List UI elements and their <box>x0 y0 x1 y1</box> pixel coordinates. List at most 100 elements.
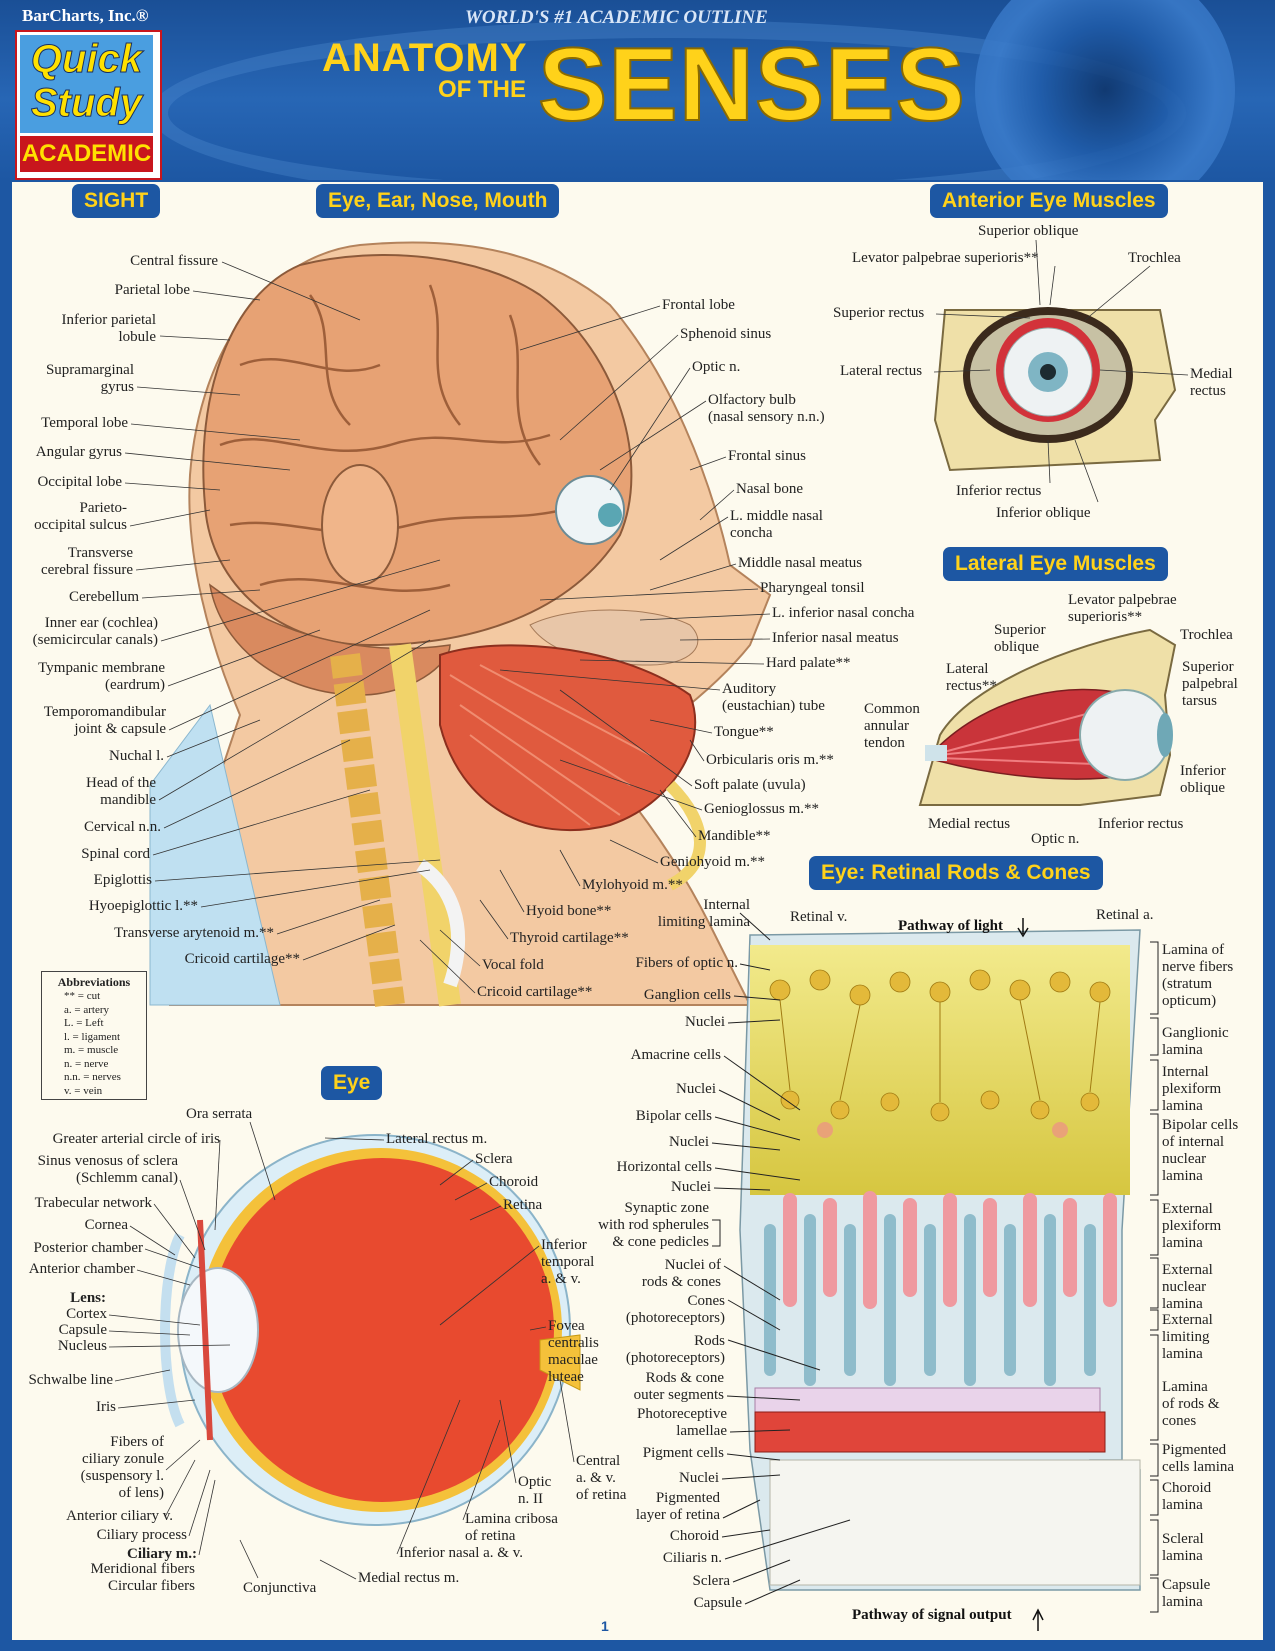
label-fibers-of-optic-nerve: Fibers of optic n. <box>635 955 739 971</box>
label-fibers-ciliary-zonule: Fibers of ciliary zonule (suspensory l. … <box>80 1434 164 1501</box>
label-synaptic-zone: Synaptic zone with rod spherules & cone … <box>598 1200 709 1250</box>
title-anatomy: ANATOMY <box>322 36 528 80</box>
header-banner: BarCharts, Inc.® Quick Study ACADEMIC WO… <box>0 0 1275 180</box>
label-lateral-rectus-lateral: Lateral rectus** <box>946 661 997 694</box>
label-cricoid-cartilage-right: Cricoid cartilage** <box>477 984 593 1000</box>
label-lens-nucleus: Nucleus <box>57 1338 107 1354</box>
label-occipital-lobe: Occipital lobe <box>37 474 122 490</box>
label-cricoid-cartilage-left: Cricoid cartilage** <box>184 951 300 967</box>
label-nuclei-of-rods-cones: Nuclei of rods & cones <box>641 1257 721 1290</box>
abbr-row: n.n. = nerves <box>64 1071 121 1083</box>
label-temporomandibular-joint: Temporomandibular joint & capsule <box>43 704 166 737</box>
label-mandible: Mandible** <box>698 828 771 844</box>
label-nuclei-4: Nuclei <box>671 1179 711 1195</box>
label-retina: Retina <box>503 1197 543 1213</box>
label-ganglion-cells: Ganglion cells <box>643 987 731 1003</box>
label-temporal-lobe: Temporal lobe <box>41 415 128 431</box>
label-pigment-cells: Pigment cells <box>642 1445 724 1461</box>
label-vocal-fold: Vocal fold <box>482 957 544 973</box>
label-cervical-nerves: Cervical n.n. <box>83 819 161 835</box>
logo-blue-field: Quick Study <box>20 35 153 133</box>
pathway-of-signal-label: Pathway of signal output <box>852 1607 1012 1623</box>
label-sinus-venosus: Sinus venosus of sclera (Schlemm canal) <box>37 1153 178 1186</box>
label-trochlea-lateral: Trochlea <box>1180 627 1233 643</box>
label-inner-ear: Inner ear (cochlea) (semicircular canals… <box>32 615 158 648</box>
label-soft-palate: Soft palate (uvula) <box>694 777 806 793</box>
label-schwalbe-line: Schwalbe line <box>28 1372 113 1388</box>
label-nuclei-1: Nuclei <box>685 1014 725 1030</box>
label-bipolar-cells-internal-nuclear: Bipolar cells of internal nuclear lamina <box>1162 1117 1239 1184</box>
label-parieto-occipital-sulcus: Parieto- occipital sulcus <box>34 500 127 533</box>
label-pigmented-layer: Pigmented layer of retina <box>635 1490 720 1523</box>
label-ciliary-process: Ciliary process <box>96 1527 187 1543</box>
label-pharyngeal-tonsil: Pharyngeal tonsil <box>760 580 865 596</box>
label-cerebellum: Cerebellum <box>69 589 139 605</box>
label-thyroid-cartilage: Thyroid cartilage** <box>510 930 629 946</box>
title-senses: SENSES <box>537 27 966 143</box>
label-genioglossus: Genioglossus m.** <box>704 801 820 817</box>
label-geniohyoid: Geniohyoid m.** <box>660 854 765 870</box>
label-rods: Rods (photoreceptors) <box>625 1333 725 1366</box>
label-anterior-chamber: Anterior chamber <box>28 1261 135 1277</box>
label-lens-cortex: Cortex <box>66 1306 107 1322</box>
label-middle-nasal-meatus: Middle nasal meatus <box>738 555 863 571</box>
label-nuclei-3: Nuclei <box>669 1134 709 1150</box>
label-lateral-rectus-anterior: Lateral rectus <box>840 363 923 379</box>
eye-cross-section-illustration <box>160 1134 581 1526</box>
section-anterior-eye-muscles: Anterior Eye Muscles <box>930 184 1168 218</box>
label-retinal-artery: Retinal a. <box>1096 907 1154 923</box>
label-lamina-rods-cones: Lamina of rods & cones <box>1162 1379 1220 1429</box>
section-sight: SIGHT <box>72 184 161 218</box>
label-medial-rectus-anterior: Medial rectus <box>1190 366 1233 399</box>
title-of-the: OF THE <box>438 76 526 103</box>
label-nuclei-5: Nuclei <box>679 1470 719 1486</box>
label-hard-palate: Hard palate** <box>766 655 851 671</box>
label-choroid-retina: Choroid <box>669 1528 719 1544</box>
label-scleral-lamina: Scleral lamina <box>1162 1531 1204 1564</box>
label-transverse-cerebral-fissure: Transverse cerebral fissure <box>40 545 133 578</box>
label-levator-palpebrae-anterior: Levator palpebrae superioris** <box>852 250 1039 266</box>
logo-academic-badge: ACADEMIC <box>20 136 153 172</box>
label-anterior-ciliary-vein: Anterior ciliary v. <box>66 1508 173 1524</box>
label-optic-nerve: Optic n. <box>692 359 741 375</box>
label-frontal-sinus: Frontal sinus <box>728 448 806 464</box>
logo-quick: Quick <box>30 37 143 82</box>
label-superior-oblique-lateral: Superior oblique <box>994 622 1046 655</box>
label-auditory-tube: Auditory (eustachian) tube <box>722 681 825 714</box>
label-inferior-parietal-lobule: Inferior parietal lobule <box>61 312 156 345</box>
label-inferior-temporal-av: Inferior temporal a. & v. <box>541 1237 595 1287</box>
label-fovea-centralis: Fovea centralis maculae luteae <box>548 1318 599 1385</box>
label-inferior-rectus-anterior: Inferior rectus <box>956 483 1042 499</box>
label-frontal-lobe: Frontal lobe <box>662 297 735 313</box>
label-optic-nerve-lateral: Optic n. <box>1031 831 1080 847</box>
lateral-eye-muscles-illustration <box>918 628 1177 806</box>
label-common-annular-tendon: Common annular tendon <box>864 701 920 751</box>
label-lens: Lens: <box>70 1290 106 1306</box>
label-greater-arterial-circle: Greater arterial circle of iris <box>52 1131 220 1147</box>
label-iris: Iris <box>96 1399 116 1415</box>
label-medial-rectus-lateral: Medial rectus <box>928 816 1011 832</box>
label-olfactory-bulb: Olfactory bulb (nasal sensory n.n.) <box>708 392 825 425</box>
label-ora-serrata: Ora serrata <box>186 1106 253 1122</box>
label-nuclei-2: Nuclei <box>676 1081 716 1097</box>
label-lamina-cribosa: Lamina cribosa of retina <box>465 1511 558 1544</box>
label-superior-palpebral-tarsus: Superior palpebral tarsus <box>1182 659 1238 709</box>
tagline: WORLD'S #1 ACADEMIC OUTLINE <box>465 7 768 28</box>
label-ciliary-muscle: Ciliary m.: <box>127 1546 197 1562</box>
head-sagittal-illustration <box>149 241 772 1007</box>
label-choroid: Choroid <box>489 1174 539 1190</box>
label-bipolar-cells: Bipolar cells <box>635 1108 712 1124</box>
label-superior-oblique-anterior: Superior oblique <box>978 223 1079 239</box>
label-transverse-arytenoid: Transverse arytenoid m.** <box>114 925 274 941</box>
label-mylohyoid: Mylohyoid m.** <box>582 877 683 893</box>
label-central-av-retina: Central a. & v. of retina <box>576 1453 627 1503</box>
label-trochlea-anterior: Trochlea <box>1128 250 1181 266</box>
abbr-row: l. = ligament <box>64 1030 120 1043</box>
label-photoreceptive-lamellae: Photoreceptive lamellae <box>637 1406 727 1439</box>
publisher-name: BarCharts, Inc.® <box>22 6 149 25</box>
